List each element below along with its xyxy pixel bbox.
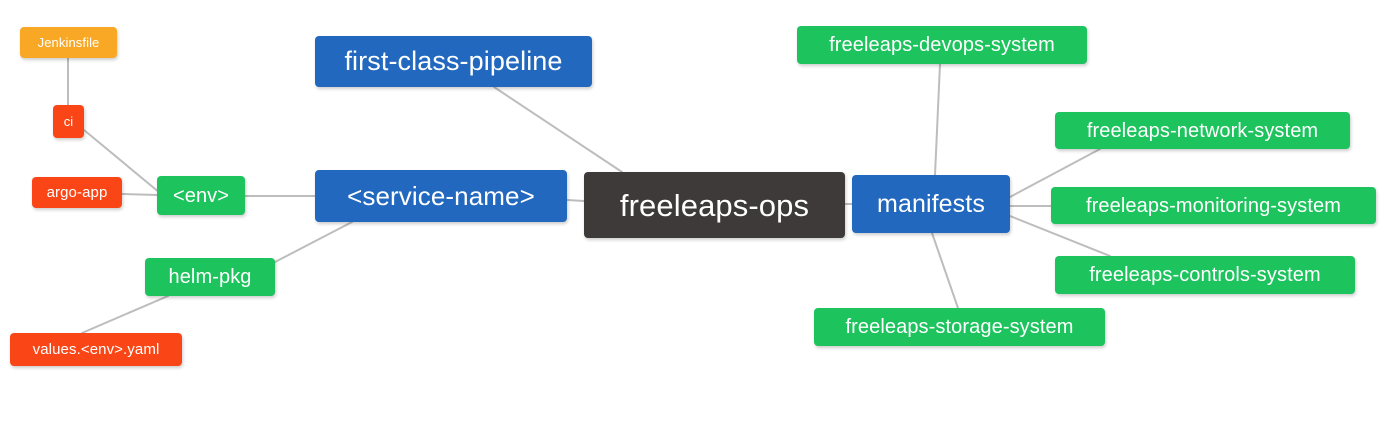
node-label-freeleaps-ops: freeleaps-ops — [619, 187, 810, 223]
node-first-class-pipeline[interactable]: first-class-pipeline — [315, 36, 592, 87]
node-freeleaps-monitoring-system[interactable]: freeleaps-monitoring-system — [1051, 187, 1376, 224]
edge-service-name-to-helm-pkg — [274, 221, 353, 263]
node-label-manifests: manifests — [877, 189, 985, 218]
node-label-freeleaps-controls-system: freeleaps-controls-system — [1089, 264, 1321, 286]
edge-helm-pkg-to-values-env-yaml — [81, 295, 169, 334]
edge-service-name-to-freeleaps-ops — [566, 199, 585, 202]
edge-manifests-to-freeleaps-storage-system — [931, 232, 959, 309]
node-label-ci: ci — [63, 114, 74, 129]
node-ci[interactable]: ci — [53, 105, 84, 138]
node-label-first-class-pipeline: first-class-pipeline — [344, 46, 563, 76]
node-label-helm-pkg: helm-pkg — [168, 266, 252, 288]
node-jenkinsfile[interactable]: Jenkinsfile — [20, 27, 117, 58]
node-label-freeleaps-storage-system: freeleaps-storage-system — [845, 316, 1074, 338]
node-label-argo-app: argo-app — [46, 184, 108, 201]
node-env[interactable]: <env> — [157, 176, 245, 215]
node-label-env: <env> — [172, 184, 230, 207]
node-service-name[interactable]: <service-name> — [315, 170, 567, 222]
node-values-env-yaml[interactable]: values.<env>.yaml — [10, 333, 182, 366]
node-label-service-name: <service-name> — [347, 181, 535, 211]
node-freeleaps-network-system[interactable]: freeleaps-network-system — [1055, 112, 1350, 149]
node-freeleaps-controls-system[interactable]: freeleaps-controls-system — [1055, 256, 1355, 294]
edge-argo-app-to-env — [121, 193, 158, 196]
node-label-freeleaps-network-system: freeleaps-network-system — [1086, 119, 1319, 142]
node-label-jenkinsfile: Jenkinsfile — [37, 35, 100, 50]
edge-manifests-to-freeleaps-devops-system — [934, 63, 941, 176]
edge-first-class-pipeline-to-freeleaps-ops — [493, 86, 623, 173]
node-label-freeleaps-devops-system: freeleaps-devops-system — [829, 34, 1055, 56]
node-helm-pkg[interactable]: helm-pkg — [145, 258, 275, 296]
node-freeleaps-devops-system[interactable]: freeleaps-devops-system — [797, 26, 1087, 64]
node-freeleaps-storage-system[interactable]: freeleaps-storage-system — [814, 308, 1105, 346]
node-argo-app[interactable]: argo-app — [32, 177, 122, 208]
node-label-values-env-yaml: values.<env>.yaml — [32, 341, 160, 358]
node-manifests[interactable]: manifests — [852, 175, 1010, 233]
node-label-freeleaps-monitoring-system: freeleaps-monitoring-system — [1085, 194, 1341, 217]
node-freeleaps-ops[interactable]: freeleaps-ops — [584, 172, 845, 238]
